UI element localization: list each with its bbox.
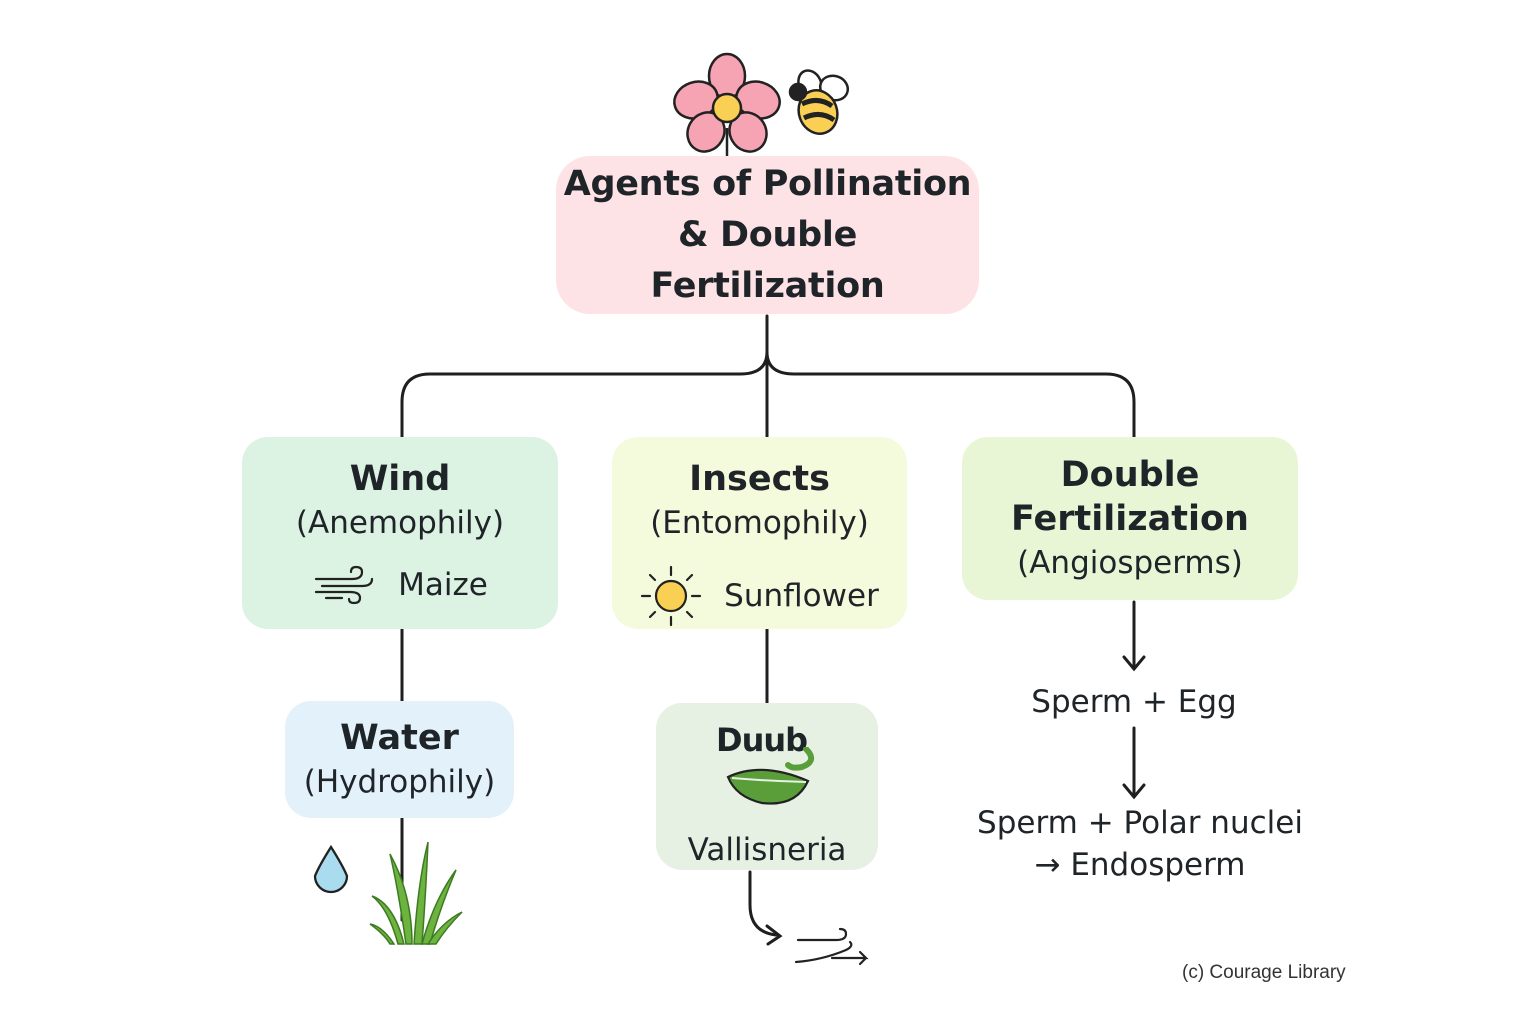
sun-icon — [641, 565, 702, 627]
arrow-df-step1 — [1122, 600, 1146, 672]
df-step-1-text: Sperm + Egg — [1031, 684, 1237, 720]
title-line-2: & Double Fertilization — [650, 214, 885, 306]
flower-icon — [673, 52, 781, 170]
vallisneria-logo-text: Duub — [716, 721, 808, 759]
df-heading-line-1: Double — [1060, 454, 1200, 495]
insects-box: Insects (Entomophily) Sunflower — [612, 437, 907, 629]
insects-subheading: (Entomophily) — [650, 505, 869, 541]
wind-icon — [794, 927, 869, 966]
arrow-step1-step2 — [1122, 726, 1146, 800]
df-step-2: Sperm + Polar nuclei → Endosperm — [960, 802, 1320, 886]
title-line-1: Agents of Pollination — [563, 163, 972, 204]
water-heading: Water — [340, 717, 459, 758]
water-box: Water (Hydrophily) — [285, 701, 514, 818]
water-drop-icon — [313, 844, 349, 894]
wind-heading: Wind — [349, 459, 451, 499]
df-step-2-line-1: Sperm + Polar nuclei — [977, 805, 1303, 841]
connector-to-df — [765, 350, 1136, 439]
water-subheading: (Hydrophily) — [303, 763, 496, 800]
arrow-vall-out — [748, 870, 783, 946]
leaf-icon — [726, 747, 815, 805]
bee-icon — [788, 69, 850, 135]
insects-heading: Insects — [689, 459, 830, 499]
credit-text: (c) Courage Library — [1182, 962, 1346, 983]
wind-icon — [315, 565, 374, 605]
df-heading-line-2: Fertilization — [1011, 498, 1249, 539]
wind-box: Wind (Anemophily) Maize — [242, 437, 558, 629]
df-step-2-line-2: → Endosperm — [1034, 847, 1246, 883]
vallisneria-label: Vallisneria — [687, 832, 847, 868]
vallisneria-logo: Duub — [712, 721, 822, 805]
grass-icon — [369, 841, 463, 945]
insects-example: Sunflower — [724, 578, 879, 614]
wind-example: Maize — [398, 567, 488, 603]
df-step-1: Sperm + Egg — [994, 681, 1274, 723]
title-box: Agents of Pollination & Double Fertiliza… — [556, 156, 979, 314]
vallisneria-box: Duub Vallisneria — [656, 703, 878, 870]
double-fertilization-box: Double Fertilization (Angiosperms) — [962, 437, 1298, 600]
wind-subheading: (Anemophily) — [295, 505, 505, 541]
connector-to-wind — [400, 350, 769, 439]
df-subheading: (Angiosperms) — [1017, 544, 1243, 581]
